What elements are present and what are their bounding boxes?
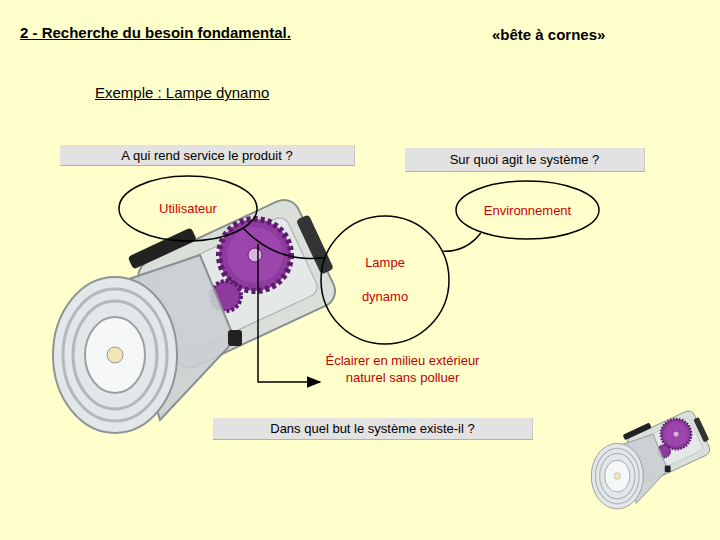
node-text: Lampe dynamo xyxy=(345,246,425,314)
ellipse-outline xyxy=(456,181,599,239)
node-text: Sur quoi agit le système ? xyxy=(450,152,600,167)
horn-connector xyxy=(244,229,324,259)
question-box: Dans quel but le système existe-il ? xyxy=(213,418,533,440)
ellipse-outline xyxy=(119,176,257,241)
node-text: Utilisateur xyxy=(157,201,219,216)
function-arrow xyxy=(258,244,320,382)
horn-connector xyxy=(443,233,480,251)
function-statement: Éclairer en milieu extérieur naturel san… xyxy=(325,352,480,386)
example-heading: Exemple : Lampe dynamo xyxy=(95,84,269,101)
node-text: A qui rend service le produit ? xyxy=(121,148,292,163)
product-circle: Lampe dynamo xyxy=(320,215,450,345)
user-ellipse: Utilisateur xyxy=(118,175,258,242)
circle-outline xyxy=(321,216,449,344)
node-outline xyxy=(320,215,450,345)
page-title: 2 - Recherche du besoin fondamental. xyxy=(20,24,291,41)
question-box: A qui rend service le produit ? xyxy=(60,145,355,166)
question-box: Sur quoi agit le système ? xyxy=(405,148,645,172)
lamp-large xyxy=(53,180,347,433)
node-text: Dans quel but le système existe-il ? xyxy=(270,421,474,436)
method-name: «bête à cornes» xyxy=(492,26,605,43)
environment-ellipse: Environnement xyxy=(455,180,600,240)
lamp-small xyxy=(591,403,714,509)
node-text: Environnement xyxy=(482,203,573,218)
